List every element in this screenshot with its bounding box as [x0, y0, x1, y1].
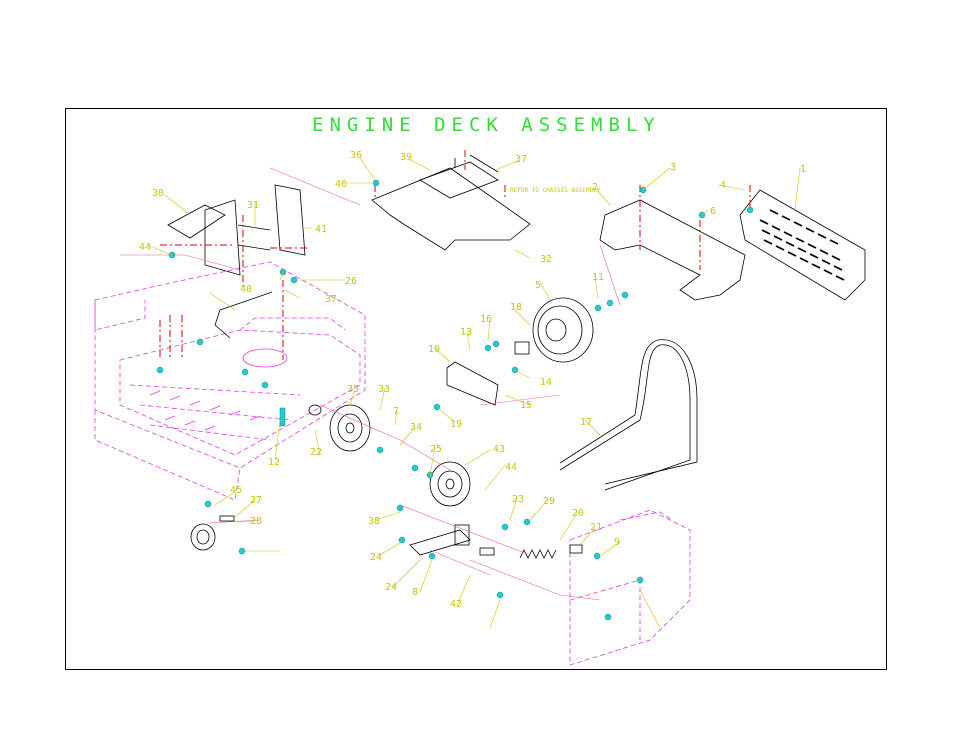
callout-33: 33: [378, 384, 390, 395]
callout-44-spring: 44: [505, 462, 517, 473]
mount-bracket-left: [168, 185, 305, 275]
callout-26: 26: [345, 276, 357, 287]
callout-22: 22: [310, 447, 322, 458]
idler-pulley-lower: [430, 462, 470, 506]
callout-8: 8: [412, 587, 418, 598]
callout-15: 15: [520, 400, 532, 411]
callout-32: 32: [540, 254, 552, 265]
callout-28: 28: [250, 516, 262, 527]
belt-guard: [600, 200, 745, 300]
callout-27: 27: [250, 495, 262, 506]
callout-37-bracket: 37: [325, 294, 337, 305]
callout-23: 23: [512, 494, 524, 505]
callout-20: 20: [572, 508, 584, 519]
callout-40: 40: [240, 284, 252, 295]
callout-16: 16: [480, 314, 492, 325]
callout-24-lower: 24: [385, 582, 397, 593]
drive-belt: [560, 340, 697, 490]
rear-frame-section: [570, 510, 690, 665]
callout-45: 45: [230, 485, 242, 496]
callout-38: 38: [368, 516, 380, 527]
callout-17: 17: [580, 417, 592, 428]
callout-31: 31: [247, 200, 259, 211]
pulley-bracket: [447, 362, 498, 405]
callout-6: 6: [710, 206, 716, 217]
callout-7: 7: [393, 406, 399, 417]
callout-46: 46: [335, 179, 347, 190]
callout-29: 29: [543, 496, 555, 507]
callout-21: 21: [590, 522, 602, 533]
screen-guard: [740, 190, 865, 300]
callout-1: 1: [800, 164, 806, 175]
clutch-pulley: [515, 298, 593, 362]
callout-44-deck: 44: [139, 242, 151, 253]
leader-lines: [148, 158, 800, 628]
callout-36: 36: [350, 150, 362, 161]
callout-13: 13: [460, 327, 472, 338]
callout-5: 5: [535, 280, 541, 291]
callout-43: 43: [493, 444, 505, 455]
engine-pulley: [191, 516, 234, 550]
callout-39: 39: [400, 152, 412, 163]
assembly-centerlines: [160, 150, 750, 360]
callout-35: 35: [347, 384, 359, 395]
callout-labels: 30 31 44 41 40 2 3 1 4 36 39 46 37 37 32…: [139, 150, 806, 610]
callout-42: 42: [450, 599, 462, 610]
callout-3: 3: [670, 162, 676, 173]
callout-25: 25: [430, 444, 442, 455]
callout-18: 18: [510, 302, 522, 313]
callout-24-arm: 24: [370, 552, 382, 563]
idler-pulley-upper: [309, 405, 370, 451]
chassis-reference-note: REFER TO CHASSIS ASSEMBLY: [510, 187, 601, 194]
deck-plate: [372, 155, 530, 250]
callout-19: 19: [450, 419, 462, 430]
callout-12: 12: [268, 457, 280, 468]
tension-spring: [520, 545, 582, 558]
callout-11: 11: [592, 272, 604, 283]
callout-14: 14: [540, 377, 552, 388]
callout-9: 9: [614, 537, 620, 548]
idler-arm: [410, 525, 494, 555]
callout-10: 10: [428, 344, 440, 355]
callout-41: 41: [315, 224, 327, 235]
callout-37-top: 37: [515, 154, 527, 165]
callout-30: 30: [152, 188, 164, 199]
callout-34: 34: [410, 422, 422, 433]
callout-4: 4: [720, 180, 726, 191]
